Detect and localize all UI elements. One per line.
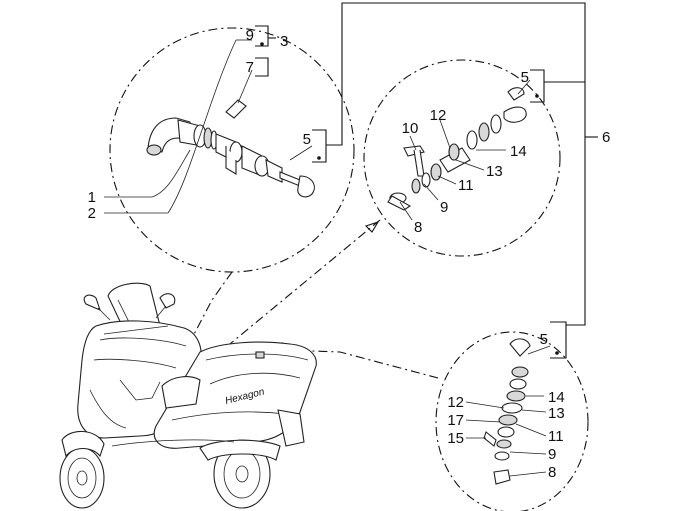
leader-arrow-seat (364, 221, 380, 233)
leader-10 (409, 135, 417, 151)
ignition-lock-assembly (146, 99, 315, 198)
leader-12b (465, 401, 505, 409)
bracket-5-storage (550, 321, 567, 359)
leader-13b (521, 409, 547, 413)
connector-5-to-6 (326, 2, 586, 326)
detail-circle-storage-lock (435, 331, 589, 511)
callout-11-seat: 11 (458, 177, 474, 194)
bracket-dot-5-seat (535, 94, 539, 98)
bracket-5-seat (530, 69, 545, 103)
bracket-7 (255, 57, 269, 77)
callout-1: 1 (88, 189, 96, 206)
scooter-illustration (59, 282, 317, 509)
callout-12-storage: 12 (447, 394, 464, 411)
leader-11a (437, 175, 457, 185)
callout-5-storage: 5 (540, 331, 548, 348)
callout-11-storage: 11 (548, 428, 564, 445)
bracket-9-3 (255, 25, 269, 47)
bracket-dot-5-storage (555, 351, 559, 355)
leader-5-seat (517, 79, 531, 95)
leader-9c (509, 451, 547, 455)
callout-6: 6 (602, 129, 610, 146)
callout-10: 10 (402, 120, 419, 137)
leader-12a (439, 119, 451, 149)
callout-9-ignition: 9 (246, 27, 254, 44)
callout-14-seat: 14 (510, 143, 527, 160)
callout-2: 2 (88, 205, 96, 222)
callout-9-storage: 9 (548, 446, 556, 463)
bracket-5-ignition (312, 129, 327, 163)
leader-13a (455, 159, 485, 171)
callout-14-storage: 14 (548, 389, 565, 406)
bracket-dot-9 (260, 42, 264, 46)
callout-5-seat: 5 (521, 69, 529, 86)
leader-7 (237, 69, 253, 104)
detail-circle-seat-lock (363, 59, 561, 257)
leader-5-ignition (289, 145, 313, 161)
bracket-dot-5-ignition (317, 156, 321, 160)
leader-8b (509, 471, 547, 477)
leader-9b (423, 183, 439, 201)
leader-11b (515, 423, 547, 437)
callout-13-storage: 13 (548, 405, 565, 422)
callout-5-ignition: 5 (303, 131, 311, 148)
leader-8a (399, 201, 413, 221)
callout-7: 7 (246, 59, 254, 76)
leader-5-storage (527, 345, 551, 355)
callout-3: 3 (280, 33, 288, 50)
callout-13-seat: 13 (486, 163, 503, 180)
callout-12-seat: 12 (430, 107, 447, 124)
callout-17: 17 (447, 412, 464, 429)
callout-9-seat: 9 (440, 199, 448, 216)
callout-15: 15 (447, 430, 464, 447)
callout-8-storage: 8 (548, 464, 556, 481)
leader-17 (465, 419, 501, 423)
front-wheel (59, 447, 105, 509)
callout-8-seat: 8 (414, 219, 422, 236)
storage-lock-assembly (483, 338, 531, 485)
